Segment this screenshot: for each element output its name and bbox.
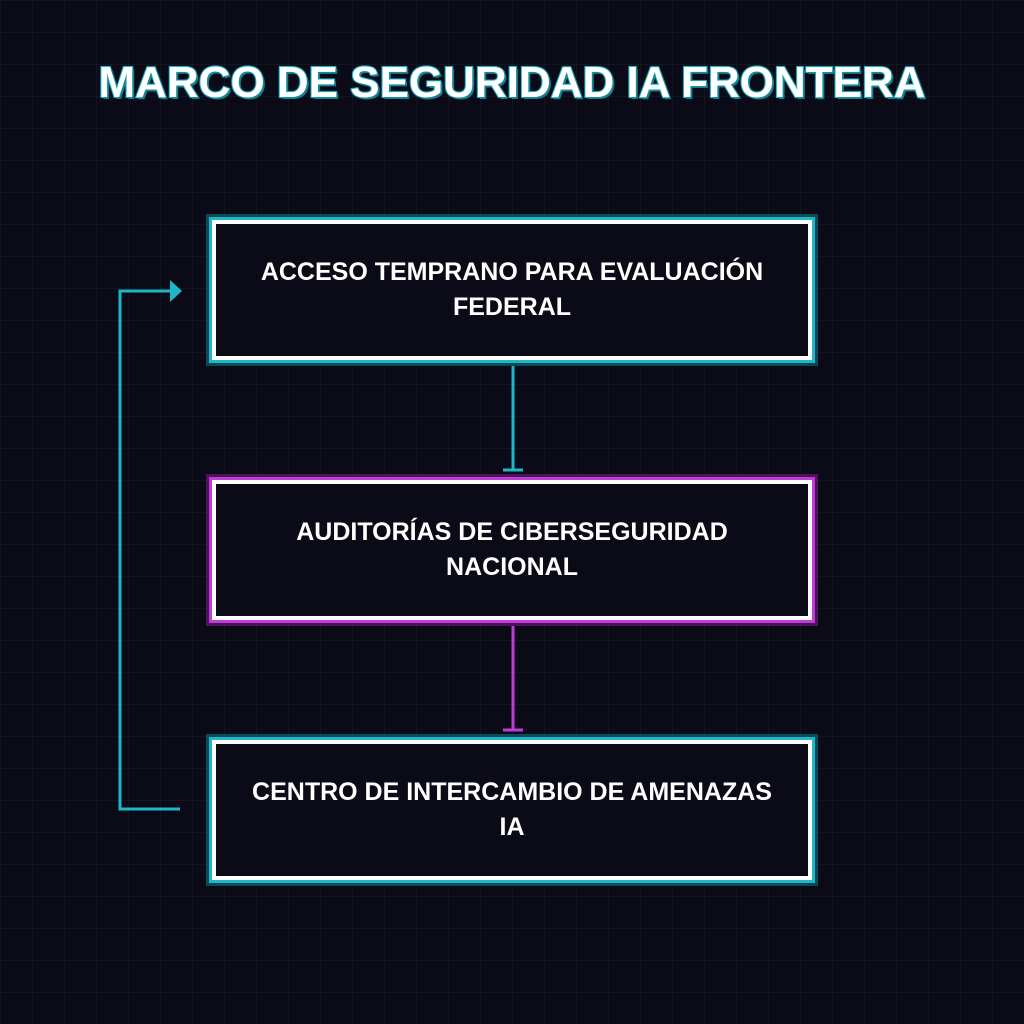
node-centro-intercambio: CENTRO DE INTERCAMBIO DE AMENAZAS IA <box>212 740 812 880</box>
node-label: CENTRO DE INTERCAMBIO DE AMENAZAS IA <box>252 778 772 841</box>
diagram-title: MARCO DE SEGURIDAD IA FRONTERA <box>97 57 926 108</box>
node-label: ACCESO TEMPRANO PARA EVALUACIÓN FEDERAL <box>260 258 764 321</box>
edge-centro-to-acceso-loop <box>118 289 180 811</box>
node-auditorias-ciberseguridad: AUDITORÍAS DE CIBERSEGURIDAD NACIONAL <box>212 480 812 620</box>
node-label: AUDITORÍAS DE CIBERSEGURIDAD NACIONAL <box>296 518 728 581</box>
node-acceso-temprano: ACCESO TEMPRANO PARA EVALUACIÓN FEDERAL <box>212 220 812 360</box>
loop-arrowhead-icon <box>170 280 182 302</box>
